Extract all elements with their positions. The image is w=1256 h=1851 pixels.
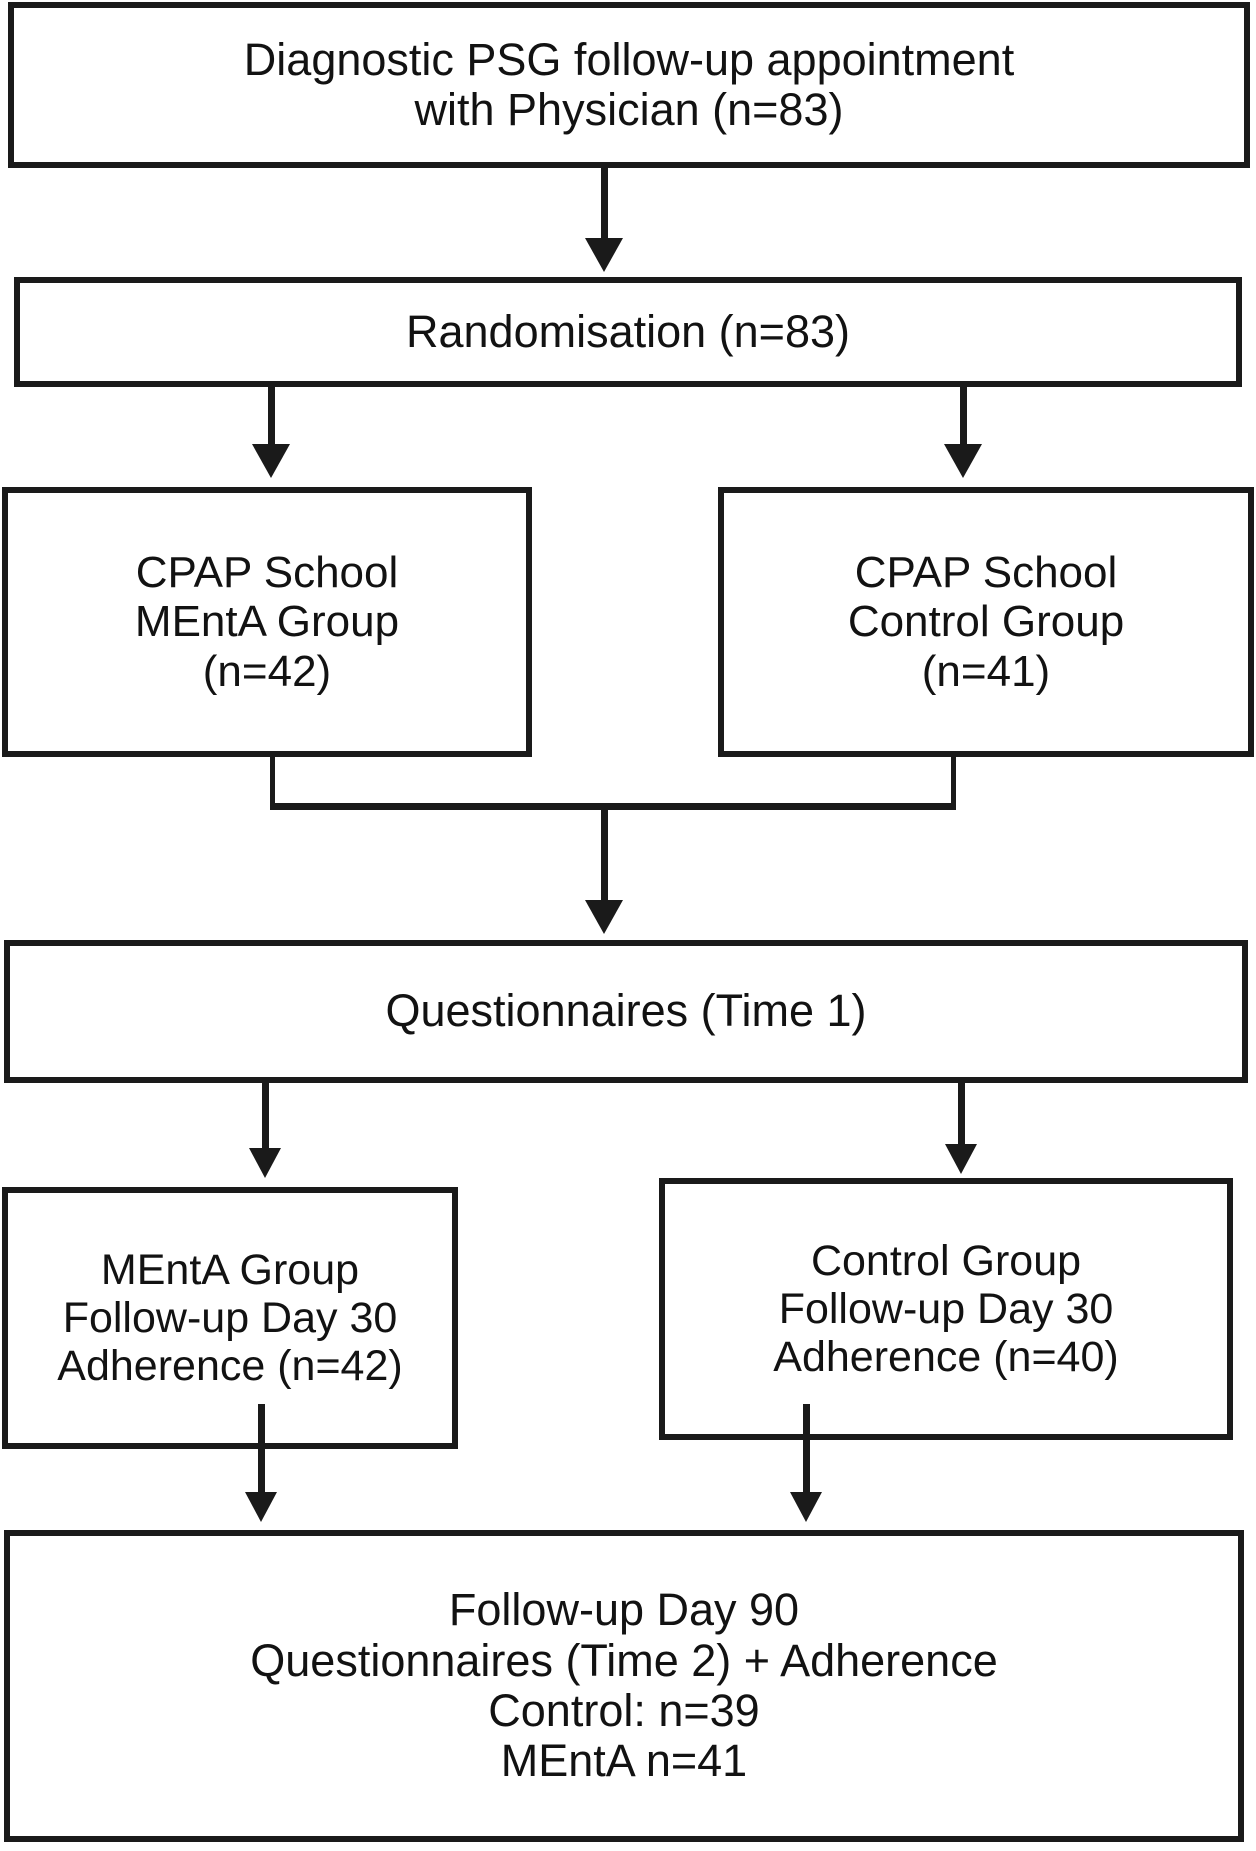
node-cpap-school-control[interactable]: CPAP School Control Group (n=41) bbox=[718, 487, 1254, 757]
edge-merge-to-questionnaires-arrowhead bbox=[585, 900, 623, 934]
node-questionnaires-time1[interactable]: Questionnaires (Time 1) bbox=[4, 940, 1248, 1083]
node-followup-day90-line-3: Control: n=39 bbox=[488, 1685, 760, 1736]
edge-menta-fu-to-day90-stem bbox=[258, 1404, 265, 1494]
node-cpap-school-control-line-3: (n=41) bbox=[921, 646, 1051, 696]
node-menta-followup-day30-line-3: Adherence (n=42) bbox=[57, 1342, 403, 1391]
edge-merge-to-questionnaires-stem bbox=[601, 803, 608, 902]
edge-randomisation-to-menta-stem bbox=[268, 387, 275, 445]
edge-psg-to-randomisation-stem bbox=[601, 168, 608, 240]
node-menta-followup-day30[interactable]: MEntA Group Follow-up Day 30 Adherence (… bbox=[2, 1187, 458, 1449]
edge-randomisation-to-menta-arrowhead bbox=[252, 444, 290, 478]
node-psg-followup-line-2: with Physician (n=83) bbox=[414, 84, 844, 135]
edge-questionnaires-to-control-fu-arrowhead bbox=[945, 1144, 977, 1174]
node-cpap-school-menta-line-3: (n=42) bbox=[202, 646, 332, 696]
node-cpap-school-control-line-1: CPAP School bbox=[854, 548, 1118, 598]
node-followup-day90-line-4: MEntA n=41 bbox=[500, 1735, 748, 1787]
node-psg-followup[interactable]: Diagnostic PSG follow-up appointment wit… bbox=[8, 2, 1250, 168]
node-control-followup-day30-line-3: Adherence (n=40) bbox=[773, 1333, 1119, 1382]
node-followup-day90-line-2: Questionnaires (Time 2) + Adherence bbox=[250, 1634, 998, 1686]
node-menta-followup-day30-line-1: MEntA Group bbox=[100, 1245, 360, 1294]
node-cpap-school-control-line-2: Control Group bbox=[847, 597, 1125, 647]
edge-randomisation-to-control-arrowhead bbox=[944, 444, 982, 478]
node-cpap-school-menta[interactable]: CPAP School MEntA Group (n=42) bbox=[2, 487, 532, 757]
edge-menta-merge-drop bbox=[270, 757, 275, 809]
edge-menta-fu-to-day90-arrowhead bbox=[245, 1492, 277, 1522]
node-questionnaires-time1-line-1: Questionnaires (Time 1) bbox=[385, 985, 867, 1037]
node-followup-day90-line-1: Follow-up Day 90 bbox=[448, 1584, 800, 1636]
node-control-followup-day30-line-1: Control Group bbox=[810, 1236, 1082, 1285]
node-control-followup-day30[interactable]: Control Group Follow-up Day 30 Adherence… bbox=[659, 1178, 1233, 1440]
node-randomisation-line-1: Randomisation (n=83) bbox=[405, 305, 850, 357]
edge-psg-to-randomisation-arrowhead bbox=[585, 238, 623, 272]
edge-control-fu-to-day90-stem bbox=[803, 1404, 810, 1494]
node-followup-day90[interactable]: Follow-up Day 90 Questionnaires (Time 2)… bbox=[4, 1530, 1244, 1842]
node-cpap-school-menta-line-2: MEntA Group bbox=[134, 597, 400, 647]
node-menta-followup-day30-line-2: Follow-up Day 30 bbox=[62, 1293, 398, 1342]
edge-merge-horizontal-bar bbox=[270, 803, 956, 810]
edge-questionnaires-to-menta-fu-stem bbox=[262, 1083, 269, 1149]
node-psg-followup-line-1: Diagnostic PSG follow-up appointment bbox=[243, 33, 1015, 85]
node-control-followup-day30-line-2: Follow-up Day 30 bbox=[778, 1284, 1114, 1333]
edge-questionnaires-to-menta-fu-arrowhead bbox=[249, 1148, 281, 1178]
node-randomisation[interactable]: Randomisation (n=83) bbox=[14, 277, 1242, 387]
node-cpap-school-menta-line-1: CPAP School bbox=[135, 548, 399, 598]
edge-randomisation-to-control-stem bbox=[960, 387, 967, 445]
edge-control-fu-to-day90-arrowhead bbox=[790, 1492, 822, 1522]
edge-questionnaires-to-control-fu-stem bbox=[958, 1083, 965, 1145]
edge-control-merge-drop bbox=[951, 757, 956, 809]
